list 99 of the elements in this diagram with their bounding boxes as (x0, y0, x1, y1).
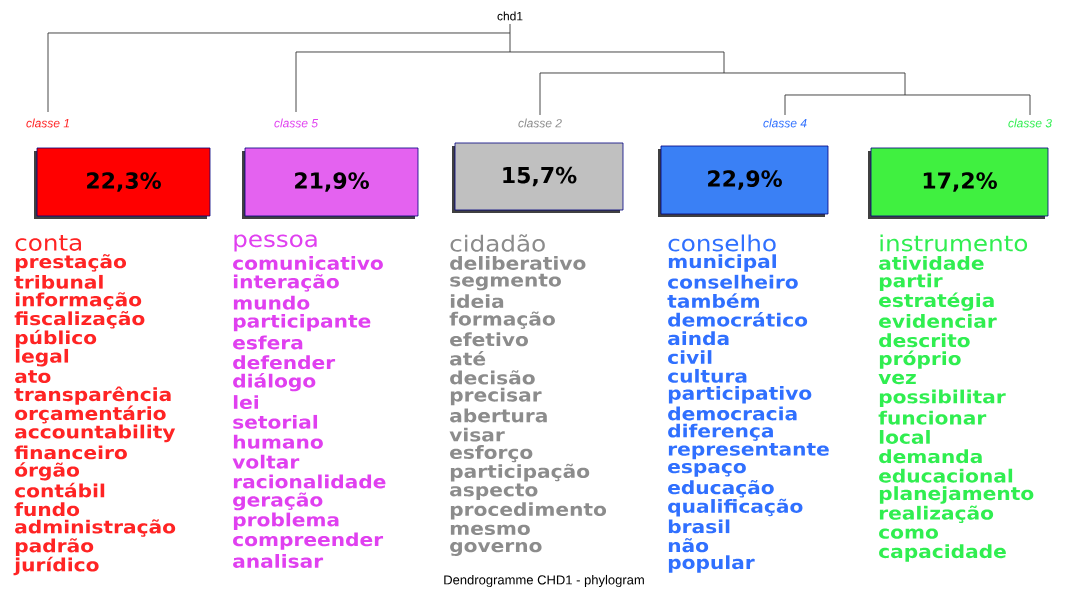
word-label: civil (668, 350, 712, 365)
word-label: não (668, 538, 709, 553)
word-label: realização (879, 505, 994, 524)
word-label: até (450, 350, 486, 366)
word-label: conselho (668, 234, 776, 252)
word-label: administração (15, 519, 176, 537)
word-label: planejamento (879, 486, 1034, 504)
word-label: local (879, 430, 930, 444)
percentage-box: 15,7% (452, 142, 624, 213)
word-label: prestação (15, 254, 127, 272)
word-label: esfera (233, 335, 303, 350)
word-label: municipal (668, 254, 776, 272)
word-label: como (879, 528, 938, 539)
class-label: classe 3 (1008, 118, 1052, 128)
word-label: vez (878, 373, 916, 385)
word-label: efetivo (450, 332, 528, 347)
word-label: voltar (232, 454, 300, 469)
word-label: popular (668, 555, 755, 573)
percentage-box: 17,2% (868, 147, 1049, 219)
word-label: conta (15, 235, 81, 251)
word-label: diferença (668, 423, 773, 441)
word-label: abertura (450, 408, 547, 423)
word-label: padrão (15, 538, 94, 556)
word-label: mesmo (450, 524, 530, 536)
word-label: accountability (15, 424, 176, 443)
class-label: classe 4 (763, 118, 807, 128)
class-label: classe 2 (518, 118, 562, 128)
word-label: problema (233, 512, 339, 530)
word-label: interação (233, 274, 339, 292)
word-label: legal (15, 348, 69, 367)
word-label: comunicativo (233, 256, 383, 270)
word-label: financeiro (14, 445, 127, 460)
word-label: público (15, 329, 97, 348)
word-label: cultura (668, 368, 747, 383)
word-label: brasil (668, 519, 730, 534)
word-label: visar (449, 427, 505, 442)
word-label: setorial (233, 414, 318, 429)
word-label: ainda (668, 331, 729, 346)
word-label: ato (15, 370, 51, 384)
word-label: lei (233, 395, 258, 410)
class-label: classe 5 (274, 118, 319, 128)
word-label: estratégia (879, 292, 994, 311)
word-label: racionalidade (233, 474, 386, 489)
word-label: fiscalização (14, 311, 145, 329)
word-label: funcionar (878, 410, 987, 425)
word-label: descrito (879, 333, 970, 348)
word-label: participante (233, 313, 371, 332)
word-label: pessoa (234, 234, 317, 252)
word-label: defender (233, 355, 336, 370)
word-label: espaço (668, 463, 746, 477)
word-label: contábil (15, 482, 105, 498)
word-label: participativo (668, 386, 812, 404)
word-label: orçamentário (15, 405, 166, 424)
word-label: democrático (668, 312, 808, 327)
word-label: precisar (450, 387, 542, 406)
word-label: possibilitar (879, 389, 1006, 407)
word-label: decisão (450, 370, 535, 385)
word-label: instrumento (880, 234, 1028, 252)
word-label: aspecto (450, 483, 538, 500)
word-label: procedimento (450, 502, 607, 520)
percentage-box: 21,9% (242, 147, 419, 219)
word-label: geração (233, 492, 323, 511)
word-label: educação (668, 480, 774, 498)
caption: Dendrogramme CHD1 - phylogram (444, 574, 644, 588)
percentage-box: 22,9% (658, 145, 829, 217)
word-label: atividade (879, 256, 984, 270)
word-label: transparência (14, 386, 171, 405)
class-label: classe 1 (26, 118, 69, 128)
word-label: órgão (15, 462, 80, 481)
word-label: cidadão (450, 234, 545, 252)
word-label: tribunal (14, 274, 103, 289)
word-label: capacidade (879, 544, 1006, 562)
word-label: partir (879, 273, 943, 291)
word-label: qualificação (668, 498, 803, 517)
word-label: compreender (233, 532, 384, 550)
word-label: participação (450, 463, 590, 482)
word-label: jurídico (13, 556, 99, 576)
word-label: informação (15, 292, 142, 310)
word-label: analisar (233, 554, 324, 568)
word-label: evidenciar (879, 314, 997, 328)
word-label: também (667, 293, 759, 308)
percentage-box: 22,3% (34, 147, 211, 219)
word-label: conselheiro (668, 274, 798, 289)
root-label: chd1 (497, 11, 523, 21)
word-label: formação (449, 311, 555, 329)
word-label: deliberativo (450, 256, 586, 270)
word-label: próprio (879, 350, 961, 369)
word-label: demanda (879, 449, 982, 464)
word-label: segmento (450, 273, 561, 291)
word-label: humano (233, 434, 323, 449)
word-label: ideia (450, 294, 504, 309)
word-label: mundo (233, 295, 310, 310)
word-label: diálogo (233, 373, 316, 392)
word-label: governo (450, 542, 542, 556)
word-label: representante (668, 442, 829, 460)
word-label: fundo (14, 502, 80, 517)
word-label: esforço (450, 445, 533, 463)
word-label: democracia (668, 406, 797, 421)
word-label: educacional (879, 468, 1013, 483)
